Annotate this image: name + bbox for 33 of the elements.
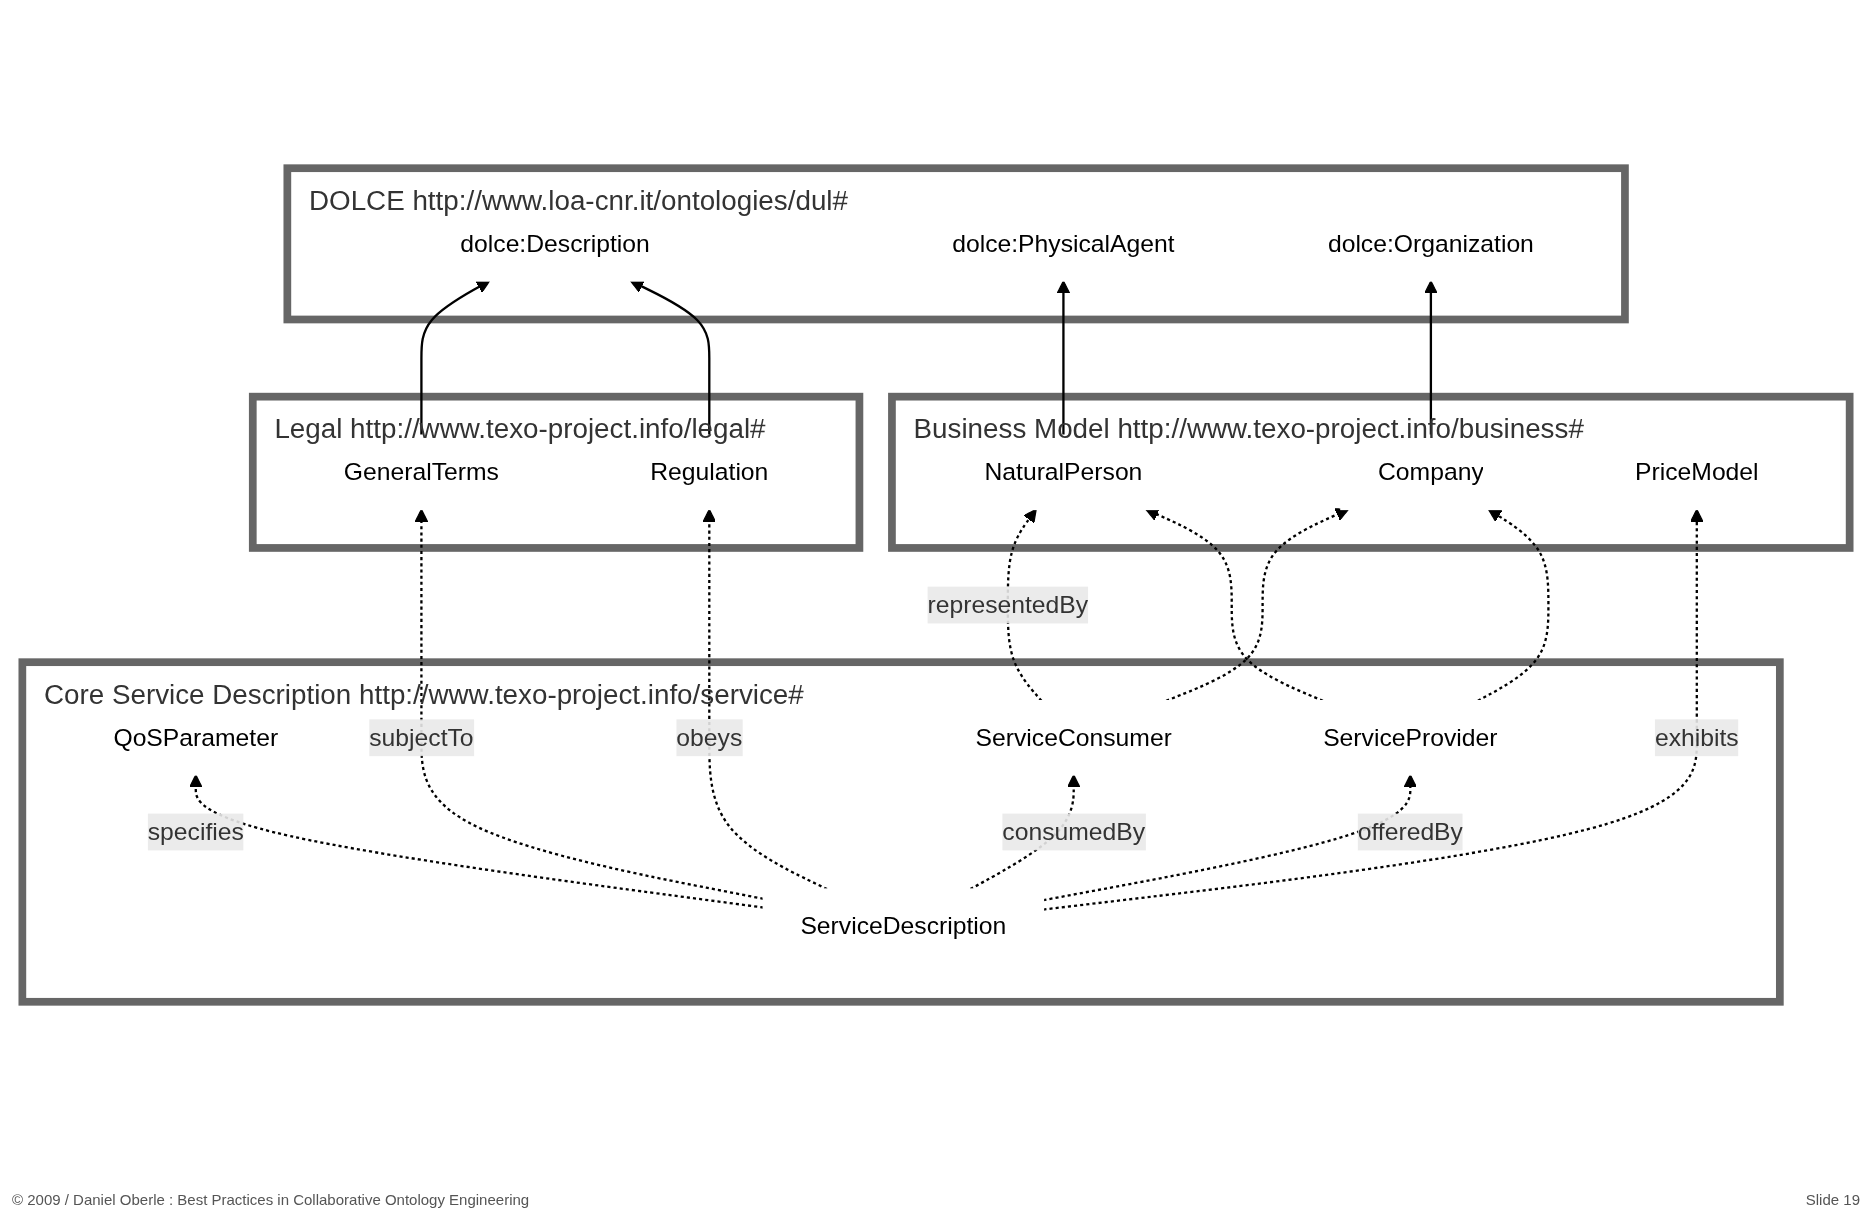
node-text: ServiceProvider <box>1323 723 1498 751</box>
node-text: NaturalPerson <box>984 458 1143 485</box>
edge-label: specifies <box>147 818 244 845</box>
arrow <box>1043 774 1418 902</box>
arrow <box>189 774 764 909</box>
node-text: PriceModel <box>1635 458 1759 485</box>
edge-label: offeredBy <box>1357 818 1463 845</box>
node-text: QoSParameter <box>113 723 279 751</box>
arrow <box>630 280 711 436</box>
edge-label: subjectTo <box>369 723 474 751</box>
edge-label: obeys <box>676 723 743 751</box>
node-text: GeneralTerms <box>343 458 499 485</box>
arrow <box>1165 508 1350 702</box>
node-text: ServiceDescription <box>800 912 1007 939</box>
arrow <box>1056 280 1071 436</box>
arrow <box>420 280 491 436</box>
arrow <box>1145 508 1324 702</box>
arrow <box>1006 508 1043 702</box>
arrow <box>1043 508 1704 911</box>
node-text: dolce:Organization <box>1327 229 1534 257</box>
node-text: Company <box>1378 458 1484 485</box>
arrow <box>414 508 764 900</box>
node-text: ServiceConsumer <box>975 723 1172 751</box>
arrow <box>1477 508 1550 702</box>
footer-note: © 2009 / Daniel Oberle : Best Practices in Collaborative Ontology Engineering <box>12 1191 530 1208</box>
edge-label: consumedBy <box>1002 818 1146 845</box>
footer-note: Slide 19 <box>1805 1191 1860 1208</box>
arrow <box>702 508 828 891</box>
node-text: dolce:PhysicalAgent <box>952 229 1175 257</box>
edge-label: exhibits <box>1654 723 1739 751</box>
edge-label: representedBy <box>927 591 1089 618</box>
node-text: Regulation <box>650 458 769 485</box>
node-text: dolce:Description <box>460 229 650 257</box>
